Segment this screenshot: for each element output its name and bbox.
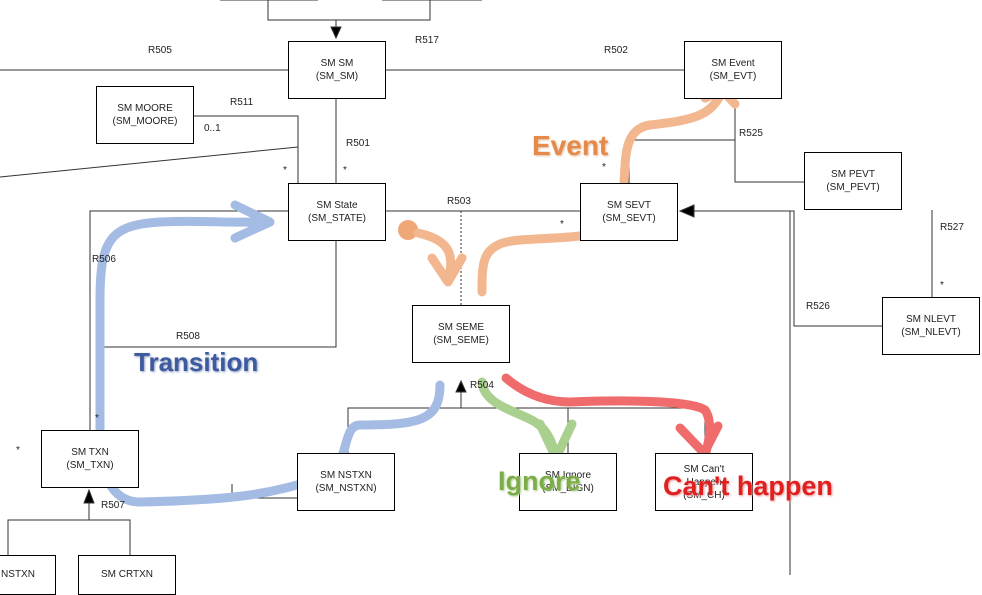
sm-state-key: (SM_STATE)	[308, 213, 366, 224]
arrowhead-top	[330, 26, 342, 40]
sm-ch-box[interactable]: SM Can't Happen (SM_CH)	[655, 453, 753, 511]
r517-label: R517	[415, 35, 439, 46]
sm-sm-box[interactable]: SM SM (SM_SM)	[288, 41, 386, 99]
sm-txn-key: (SM_TXN)	[66, 460, 114, 471]
sm-state-name: SM State	[316, 200, 358, 211]
sm-ignore-key: (SM_EIGN)	[542, 483, 594, 494]
ignore-annotation: Ignore	[498, 466, 581, 496]
arrowhead-r507	[83, 488, 95, 504]
r526-label: R526	[806, 301, 830, 312]
r508-label: R508	[176, 331, 200, 342]
r525-label: R525	[739, 128, 763, 139]
sm-moore-box[interactable]: SM MOORE (SM_MOORE)	[96, 86, 194, 144]
multiplicity-txn-top: *	[95, 413, 99, 424]
sm-event-box[interactable]: SM Event (SM_EVT)	[684, 41, 782, 99]
sm-pevt-name: SM PEVT	[831, 169, 875, 180]
sm-txn-name: SM TXN	[71, 447, 109, 458]
r504-label: R504	[470, 380, 494, 391]
nstxn-cut-box[interactable]: NSTXN	[0, 555, 56, 595]
r508-line	[99, 240, 337, 430]
multiplicity-txn-left: *	[16, 445, 20, 456]
transition-annotation: Transition	[134, 347, 259, 377]
r503-label: R503	[447, 196, 471, 207]
sm-sevt-name: SM SEVT	[607, 200, 651, 211]
r501-label: R501	[346, 138, 370, 149]
sm-sevt-box[interactable]: SM SEVT (SM_SEVT)	[580, 183, 678, 241]
sm-ch-name2: Happen	[686, 476, 722, 488]
sm-ignore-name: SM Ignore	[544, 470, 592, 481]
sm-nlevt-box[interactable]: SM NLEVT (SM_NLEVT)	[882, 297, 980, 355]
r506-line	[89, 210, 288, 430]
cant-happen-annotation: Can't happen	[663, 471, 833, 501]
sm-txn-box[interactable]: SM TXN (SM_TXN)	[41, 430, 139, 488]
arrowhead-r503	[678, 204, 695, 218]
arrowhead-r504	[455, 379, 467, 393]
r526-line	[690, 210, 882, 327]
sm-moore-name: SM MOORE	[117, 103, 173, 114]
r511-line	[182, 115, 299, 183]
r527-label: R527	[940, 222, 964, 233]
sm-seme-box[interactable]: SM SEME (SM_SEME)	[412, 305, 510, 363]
sm-event-name: SM Event	[711, 58, 755, 69]
sm-nstxn-box[interactable]: SM NSTXN (SM_NSTXN)	[297, 453, 395, 511]
sm-ch-name: SM Can't	[683, 463, 725, 475]
r505-label: R505	[148, 45, 172, 56]
cant-happen-path	[501, 373, 723, 458]
multiplicity-state-left: *	[283, 165, 287, 176]
r502-label: R502	[604, 45, 628, 56]
sm-nstxn-name: SM NSTXN	[320, 470, 372, 481]
r525-line	[628, 99, 804, 183]
sm-seme-name: SM SEME	[437, 322, 485, 333]
sm-state-box[interactable]: SM State (SM_STATE)	[288, 183, 386, 241]
multiplicity-state-top: *	[343, 165, 347, 176]
r507-label: R507	[101, 500, 125, 511]
event-annotation: Event	[532, 130, 609, 161]
sm-pevt-box[interactable]: SM PEVT (SM_PEVT)	[804, 152, 902, 210]
sm-ch-key: (SM_CH)	[683, 489, 725, 501]
multiplicity-nlevt: *	[940, 280, 944, 291]
sm-sm-name: SM SM	[320, 58, 354, 69]
sm-sevt-key: (SM_SEVT)	[602, 213, 656, 224]
event-path	[398, 85, 740, 297]
relationship-lines	[0, 0, 933, 575]
sm-event-key: (SM_EVT)	[709, 71, 757, 82]
sm-ignore-box[interactable]: SM Ignore (SM_EIGN)	[519, 453, 617, 511]
sm-nlevt-name: SM NLEVT	[905, 314, 956, 325]
sm-pevt-key: (SM_PEVT)	[826, 182, 880, 193]
r511-label: R511	[230, 97, 254, 108]
multiplicity-sevt-top: *	[602, 162, 606, 173]
transition-path	[95, 200, 445, 507]
top-connector	[220, 0, 482, 30]
sm-moore-key: (SM_MOORE)	[112, 116, 178, 127]
sloped-line	[0, 146, 299, 178]
sm-seme-key: (SM_SEME)	[433, 335, 489, 346]
sm-nstxn-key: (SM_NSTXN)	[315, 483, 377, 494]
sm-sm-key: (SM_SM)	[315, 71, 359, 82]
r506-label: R506	[92, 254, 116, 265]
crtxn-cut-box[interactable]: SM CRTXN	[78, 555, 176, 595]
sm-nlevt-key: (SM_NLEVT)	[901, 327, 961, 338]
multiplicity-sevt-left: *	[560, 219, 564, 230]
multiplicity-moore: 0..1	[204, 123, 221, 134]
